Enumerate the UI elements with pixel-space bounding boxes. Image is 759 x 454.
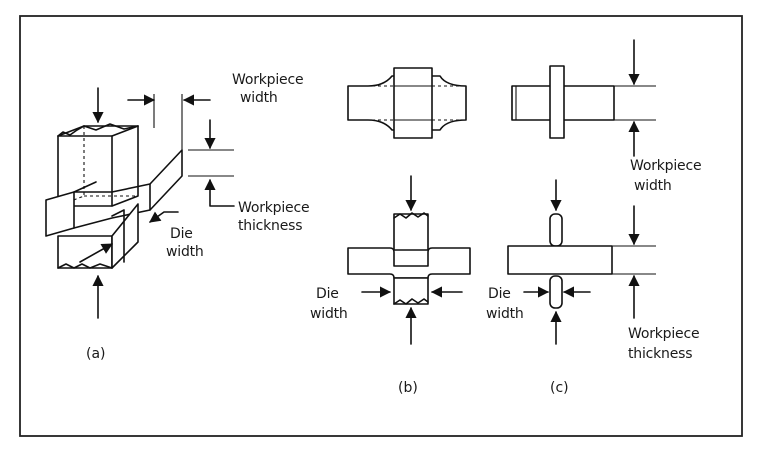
c-workpiece-width-label-1: Workpiece bbox=[630, 158, 701, 174]
caption-c: (c) bbox=[550, 380, 569, 396]
caption-a: (a) bbox=[86, 346, 106, 362]
a-die-width-label-1: Die bbox=[170, 226, 193, 242]
a-workpiece-thickness-label-1: Workpiece bbox=[238, 200, 309, 216]
b-die-width-label-1: Die bbox=[316, 286, 339, 302]
b-die-width-label-2: width bbox=[310, 306, 348, 322]
panel-c-top-view bbox=[511, 65, 615, 139]
figure-frame bbox=[19, 15, 743, 437]
a-die-width-arrow-right bbox=[149, 211, 179, 223]
panel-b-top-view bbox=[347, 67, 467, 139]
a-lower-die bbox=[57, 203, 139, 269]
a-die-width-label-2: width bbox=[166, 244, 204, 260]
panel-a-illustration bbox=[45, 87, 235, 319]
c-workpiece-thickness-label-2: thickness bbox=[628, 346, 692, 362]
a-workpiece-width-label-1: Workpiece bbox=[232, 72, 303, 88]
a-workpiece-thickness-label-2: thickness bbox=[238, 218, 302, 234]
a-die-width-arrow-left bbox=[79, 243, 113, 263]
a-upper-die bbox=[57, 123, 139, 207]
c-die-width-label-2: width bbox=[486, 306, 524, 322]
panel-c-side-view bbox=[507, 179, 613, 345]
caption-b: (b) bbox=[398, 380, 418, 396]
c-workpiece-thickness-label-1: Workpiece bbox=[628, 326, 699, 342]
a-workpiece bbox=[45, 149, 183, 237]
a-workpiece-width-label-2: width bbox=[240, 90, 278, 106]
c-die-width-label-1: Die bbox=[488, 286, 511, 302]
panel-b-side-view bbox=[347, 175, 471, 345]
c-workpiece-width-label-2: width bbox=[634, 178, 672, 194]
a-thick-arrow-bottom bbox=[204, 178, 235, 207]
